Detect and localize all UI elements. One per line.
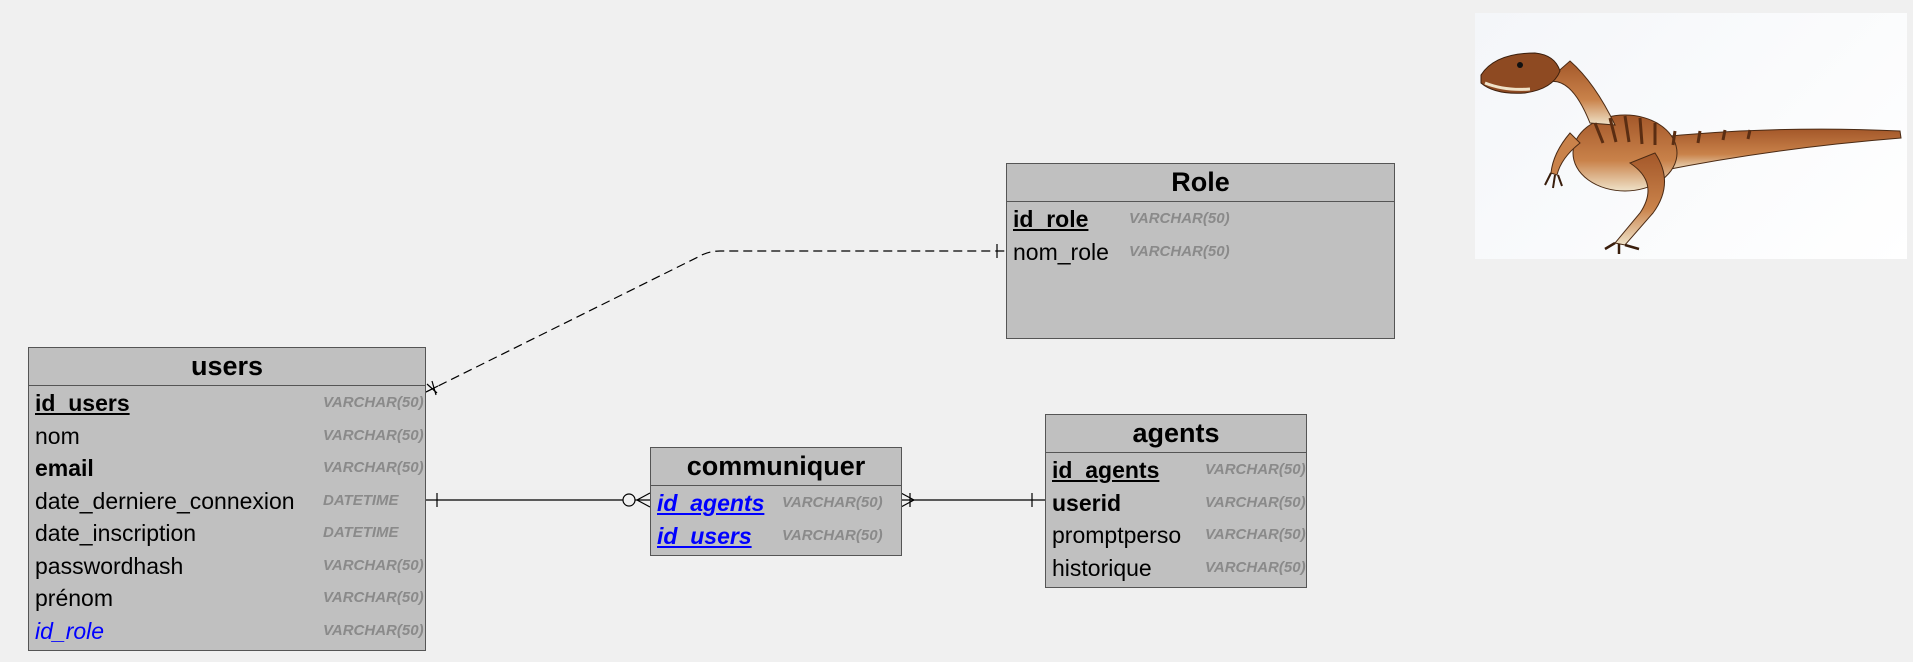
attribute-name: nom xyxy=(35,422,80,449)
entity-title: agents xyxy=(1046,415,1306,453)
entity-title: Role xyxy=(1007,164,1394,202)
entity-title: communiquer xyxy=(651,448,901,486)
crowsfoot-communiquer-a xyxy=(636,492,651,501)
attribute-type: VARCHAR(50) xyxy=(323,589,424,606)
attribute-type: VARCHAR(50) xyxy=(1205,558,1306,576)
attribute-type: VARCHAR(50) xyxy=(1129,242,1230,260)
attribute-name: date_inscription xyxy=(35,520,197,546)
crowsfoot-communiquer-agents-b xyxy=(900,499,915,508)
attribute-name: id_agents xyxy=(1052,457,1160,483)
attribute-type: VARCHAR(50) xyxy=(782,494,883,511)
attribute-type: VARCHAR(50) xyxy=(1129,210,1230,227)
attribute-type: DATETIME xyxy=(323,524,399,541)
attribute-type: VARCHAR(50) xyxy=(323,394,424,411)
attribute-name: prénom xyxy=(35,585,113,611)
attribute-type: DATETIME xyxy=(323,491,399,509)
attribute-name: historique xyxy=(1052,554,1152,581)
attribute-type: VARCHAR(50) xyxy=(782,526,883,544)
velociraptor-image xyxy=(1475,13,1907,259)
attribute-name: userid xyxy=(1052,489,1122,516)
attribute-name: date_derniere_connexion xyxy=(35,487,295,514)
entity-title: users xyxy=(29,348,425,386)
attribute-type: VARCHAR(50) xyxy=(323,621,424,639)
attribute-name: passwordhash xyxy=(35,552,184,579)
attribute-name: id_agents xyxy=(657,490,765,516)
relationship-users-role[interactable] xyxy=(425,250,1006,393)
attribute-name: id_role xyxy=(1013,206,1089,232)
crowsfoot-communiquer-b xyxy=(636,499,651,508)
attribute-type: VARCHAR(50) xyxy=(1205,493,1306,511)
crowsfoot-users-role-b xyxy=(431,380,437,396)
velociraptor-icon xyxy=(1480,52,1902,254)
attribute-name: nom_role xyxy=(1013,238,1109,265)
attribute-type: VARCHAR(50) xyxy=(323,459,424,476)
attribute-type: VARCHAR(50) xyxy=(1205,461,1306,478)
attribute-type: VARCHAR(50) xyxy=(323,426,424,444)
zero-circle-communiquer xyxy=(622,493,636,507)
crowsfoot-communiquer-agents-a xyxy=(900,492,915,501)
attribute-name: id_users xyxy=(35,390,130,416)
attribute-name: id_role xyxy=(35,617,105,644)
attribute-type: VARCHAR(50) xyxy=(1205,526,1306,543)
attribute-name: promptperso xyxy=(1052,522,1182,548)
attribute-name: email xyxy=(35,455,94,481)
attribute-type: VARCHAR(50) xyxy=(323,556,424,574)
attribute-name: id_users xyxy=(657,522,752,549)
